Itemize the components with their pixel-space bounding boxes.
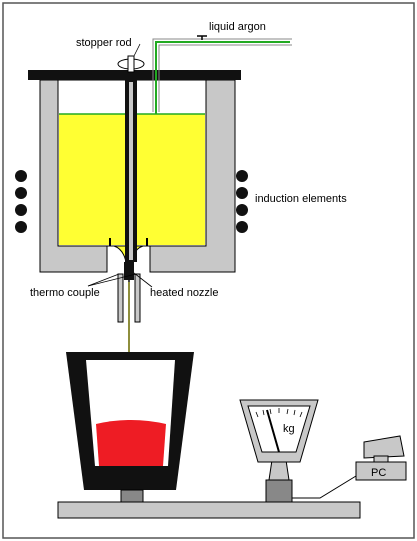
cable <box>292 475 357 499</box>
molten-metal <box>96 420 166 466</box>
monitor-icon <box>363 435 405 459</box>
coil-icon <box>236 187 248 199</box>
stopper-rod-top <box>127 55 135 73</box>
stopper-rod-core <box>129 82 133 260</box>
coil-icon <box>15 187 27 199</box>
leader-heated-nozzle <box>133 272 153 288</box>
mould <box>66 352 194 503</box>
scale-neck <box>268 459 290 481</box>
scale-base <box>265 479 293 503</box>
scale-dial <box>247 405 311 453</box>
argon-line <box>152 35 292 114</box>
leader-thermo-couple <box>87 273 120 287</box>
leader-thermo-couple-2 <box>87 273 137 287</box>
coil-icon <box>236 170 248 182</box>
coil-icon <box>236 204 248 216</box>
label-thermo-couple: thermo couple <box>30 287 100 299</box>
scale-unit-label: kg <box>283 423 295 435</box>
label-induction-elements: induction elements <box>255 193 347 205</box>
argon-valve-icon <box>197 35 207 40</box>
induction-coils-right <box>236 170 248 233</box>
argon-pipe <box>155 41 290 114</box>
argon-pipe-casing <box>152 38 292 112</box>
induction-coils-left <box>15 170 27 233</box>
coil-icon <box>236 221 248 233</box>
thermocouple-left <box>117 273 124 323</box>
pc-label: PC <box>371 467 386 479</box>
label-heated-nozzle: heated nozzle <box>150 287 219 299</box>
pc-computer: PC <box>292 435 407 499</box>
scale-ticks <box>255 408 303 418</box>
monitor-stand <box>373 455 389 463</box>
label-liquid-argon: liquid argon <box>209 21 266 33</box>
scale: kg <box>239 399 319 503</box>
thermocouple-right <box>134 273 141 323</box>
scale-needle <box>266 409 280 453</box>
mould-base <box>120 489 144 503</box>
leader-stopper-rod <box>133 43 141 57</box>
stopper-rod <box>117 55 145 262</box>
platform <box>57 501 361 519</box>
coil-icon <box>15 204 27 216</box>
coil-icon <box>15 170 27 182</box>
label-stopper-rod: stopper rod <box>76 37 132 49</box>
heated-nozzle <box>124 262 134 280</box>
coil-icon <box>15 221 27 233</box>
